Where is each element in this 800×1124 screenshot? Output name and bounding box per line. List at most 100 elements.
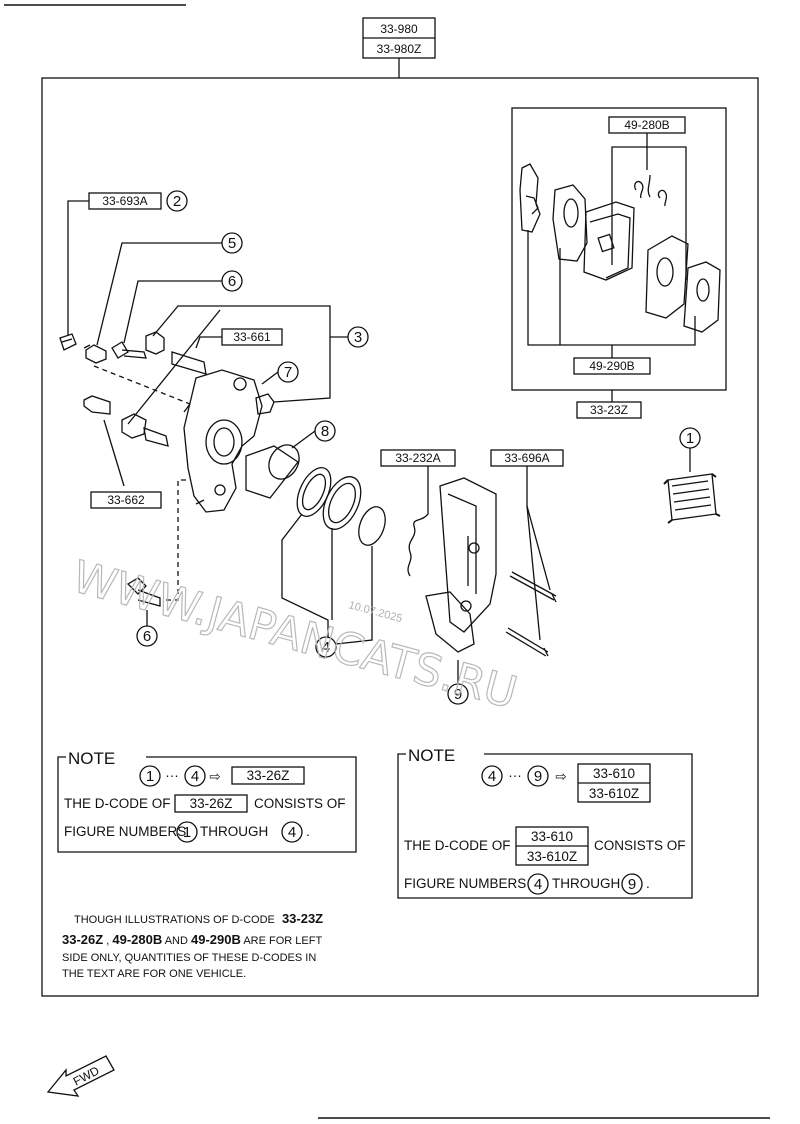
svg-text:6: 6 bbox=[228, 273, 236, 290]
guide-bolt-upper bbox=[111, 341, 147, 359]
note-left: NOTE 1 ··· 4 ⇨ 33-26Z THE D-CODE OF 33-2… bbox=[57, 749, 357, 853]
callout-top[interactable]: 33-980 33-980Z bbox=[362, 17, 436, 78]
fig-3-marker[interactable]: 3 bbox=[347, 326, 369, 348]
svg-text:1: 1 bbox=[183, 824, 191, 841]
fig-1-marker[interactable]: 1 bbox=[679, 427, 701, 449]
outer-shim bbox=[519, 163, 541, 233]
note-right-heading: NOTE bbox=[408, 746, 455, 765]
callout-bleeder-cap[interactable]: 33-693A bbox=[88, 192, 162, 210]
svg-text:5: 5 bbox=[228, 235, 236, 252]
svg-text:···: ··· bbox=[165, 768, 179, 783]
note-left-heading: NOTE bbox=[68, 749, 115, 768]
callout-pin-upper-code: 33-661 bbox=[233, 330, 271, 344]
svg-text:33-26Z: 33-26Z bbox=[190, 796, 233, 811]
fig-2-marker[interactable]: 2 bbox=[166, 190, 188, 212]
svg-text:THE D-CODE OF: THE D-CODE OF bbox=[404, 838, 511, 853]
slide-pin-upper bbox=[171, 351, 207, 375]
guide-pin-lower bbox=[143, 427, 169, 447]
callout-top-code-b: 33-980Z bbox=[377, 42, 422, 56]
caliper-body bbox=[183, 369, 263, 513]
svg-text:4: 4 bbox=[488, 768, 496, 785]
fig-8-marker[interactable]: 8 bbox=[314, 420, 336, 442]
svg-text:CONSISTS OF: CONSISTS OF bbox=[594, 838, 686, 853]
svg-text:4: 4 bbox=[322, 639, 330, 656]
anti-rattle-clip bbox=[634, 174, 668, 207]
bleeder-valve bbox=[255, 393, 275, 415]
svg-text:3: 3 bbox=[354, 329, 362, 346]
svg-text:9: 9 bbox=[534, 768, 542, 785]
outer-shim-2 bbox=[683, 261, 721, 333]
svg-text:···: ··· bbox=[508, 768, 522, 783]
callout-pad-set-code: 33-23Z bbox=[590, 403, 628, 417]
svg-text:9: 9 bbox=[628, 876, 636, 893]
callout-pad-set[interactable]: 33-23Z bbox=[576, 401, 642, 419]
retaining-pin-lower bbox=[505, 627, 549, 657]
watermark-stamp: 10.07.2025 bbox=[347, 599, 403, 625]
fig-5-marker[interactable]: 5 bbox=[221, 232, 243, 254]
svg-text:.: . bbox=[646, 876, 650, 891]
boot-upper bbox=[145, 331, 165, 355]
svg-text:33-26Z , 49-280B: 33-26Z , 49-280B AND 49-290B ARE FOR LEF… bbox=[62, 932, 322, 947]
watermark: WWW.JAPANCATS.RU bbox=[67, 551, 522, 719]
svg-text:2: 2 bbox=[173, 193, 181, 210]
svg-text:4: 4 bbox=[288, 824, 296, 841]
fig-7-marker[interactable]: 7 bbox=[277, 361, 299, 383]
svg-text:THE TEXT ARE FOR ONE VEHI: THE TEXT ARE FOR ONE VEHICLE. bbox=[62, 968, 246, 980]
svg-text:FIGURE NUMBERS: FIGURE NUMBERS bbox=[404, 876, 526, 891]
svg-text:1: 1 bbox=[686, 430, 694, 447]
svg-text:SIDE ONLY, QUANTITIES OF T: SIDE ONLY, QUANTITIES OF THESE D-CODES I… bbox=[62, 952, 316, 964]
callout-shim-kit[interactable]: 49-290B bbox=[573, 357, 651, 375]
note-right-code-b: 33-610Z bbox=[589, 786, 639, 801]
callout-shim-kit-code: 49-290B bbox=[589, 359, 634, 373]
callout-bracket-code: 33-232A bbox=[395, 451, 440, 465]
callout-retain-pin-code: 33-696A bbox=[504, 451, 549, 465]
svg-text:CONSISTS OF: CONSISTS OF bbox=[254, 796, 346, 811]
svg-text:THROUGH: THROUGH bbox=[200, 824, 268, 839]
mounting-bracket bbox=[425, 477, 497, 653]
assembly-frame bbox=[41, 77, 759, 997]
svg-text:.: . bbox=[306, 824, 310, 839]
callout-bleeder-cap-code: 33-693A bbox=[102, 194, 147, 208]
pad-kit-frame bbox=[511, 107, 727, 391]
callout-pin-lower[interactable]: 33-662 bbox=[90, 491, 162, 509]
svg-text:6: 6 bbox=[143, 628, 151, 645]
piston-seal bbox=[322, 476, 362, 530]
forward-direction-arrow: FWD bbox=[46, 1055, 115, 1097]
o-ring bbox=[358, 506, 386, 546]
svg-text:9: 9 bbox=[454, 686, 462, 703]
seal-kit-packet bbox=[663, 473, 721, 524]
footnote: THOUGH ILLUSTRATIONS OF D-CODE 33-23Z 33… bbox=[62, 911, 323, 980]
callout-top-code-a: 33-980 bbox=[380, 22, 418, 36]
forward-label: FWD bbox=[71, 1063, 102, 1088]
svg-text:4: 4 bbox=[191, 768, 199, 785]
svg-text:8: 8 bbox=[321, 423, 329, 440]
svg-text:33-610: 33-610 bbox=[531, 829, 573, 844]
inner-shim bbox=[552, 184, 588, 262]
bleeder-cap bbox=[59, 333, 77, 351]
svg-text:⇨: ⇨ bbox=[555, 769, 567, 784]
fig-6-marker-lower[interactable]: 6 bbox=[136, 625, 158, 647]
dust-boot bbox=[296, 467, 332, 517]
callout-pad-kit[interactable]: 49-280B bbox=[608, 116, 686, 134]
svg-text:FIGURE NUMBERS: FIGURE NUMBERS bbox=[64, 824, 186, 839]
callout-retain-pin[interactable]: 33-696A bbox=[490, 449, 564, 467]
svg-text:THE D-CODE OF: THE D-CODE OF bbox=[64, 796, 171, 811]
boot-lower bbox=[121, 413, 147, 439]
piston bbox=[245, 444, 300, 499]
note-right: NOTE 4 ··· 9 ⇨ 33-610 33-610Z THE D-CODE… bbox=[397, 746, 693, 899]
callout-pin-upper[interactable]: 33-661 bbox=[221, 328, 283, 346]
note-left-code: 33-26Z bbox=[247, 768, 290, 783]
brake-pad-2 bbox=[645, 235, 689, 319]
svg-text:4: 4 bbox=[534, 876, 542, 893]
svg-text:THOUGH ILLUSTRATIONS OF D-C: THOUGH ILLUSTRATIONS OF D-CODE 33-23Z bbox=[74, 911, 323, 926]
guide-bolt-lower bbox=[126, 577, 161, 607]
callout-pad-kit-code: 49-280B bbox=[624, 118, 669, 132]
fig-4-marker[interactable]: 4 bbox=[315, 636, 337, 658]
svg-text:33-610Z: 33-610Z bbox=[527, 849, 577, 864]
bleeder-screw bbox=[83, 344, 107, 364]
slide-pin-lower bbox=[83, 395, 111, 415]
retaining-pin-upper bbox=[509, 571, 557, 603]
svg-text:1: 1 bbox=[146, 768, 154, 785]
fig-6-marker-upper[interactable]: 6 bbox=[221, 270, 243, 292]
callout-bracket[interactable]: 33-232A bbox=[380, 449, 456, 467]
